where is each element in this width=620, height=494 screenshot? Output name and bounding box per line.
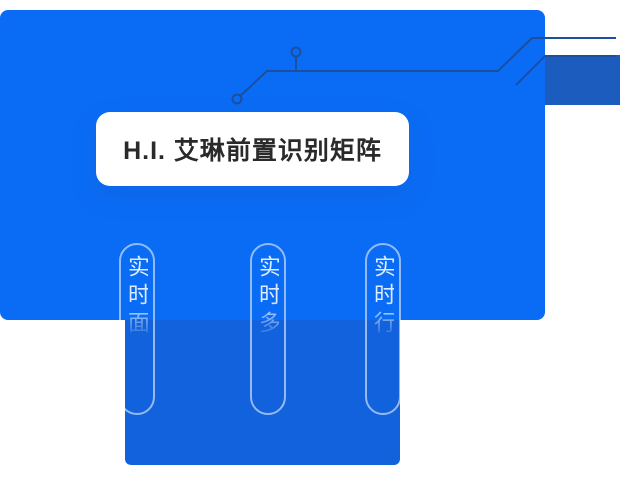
title-card: H.I. 艾琳前置识别矩阵 [96, 112, 409, 186]
feature-pill: 实时行 [365, 243, 401, 415]
page-title: H.I. 艾琳前置识别矩阵 [123, 137, 382, 165]
corner-accent-rect [545, 55, 620, 105]
feature-pill-label: 实时多 [256, 255, 281, 339]
feature-pill-label: 实时面 [125, 255, 150, 339]
feature-pill: 实时多 [250, 243, 286, 415]
lower-panel [125, 320, 400, 465]
feature-pill: 实时面 [119, 243, 155, 415]
feature-pill-label: 实时行 [371, 255, 396, 339]
